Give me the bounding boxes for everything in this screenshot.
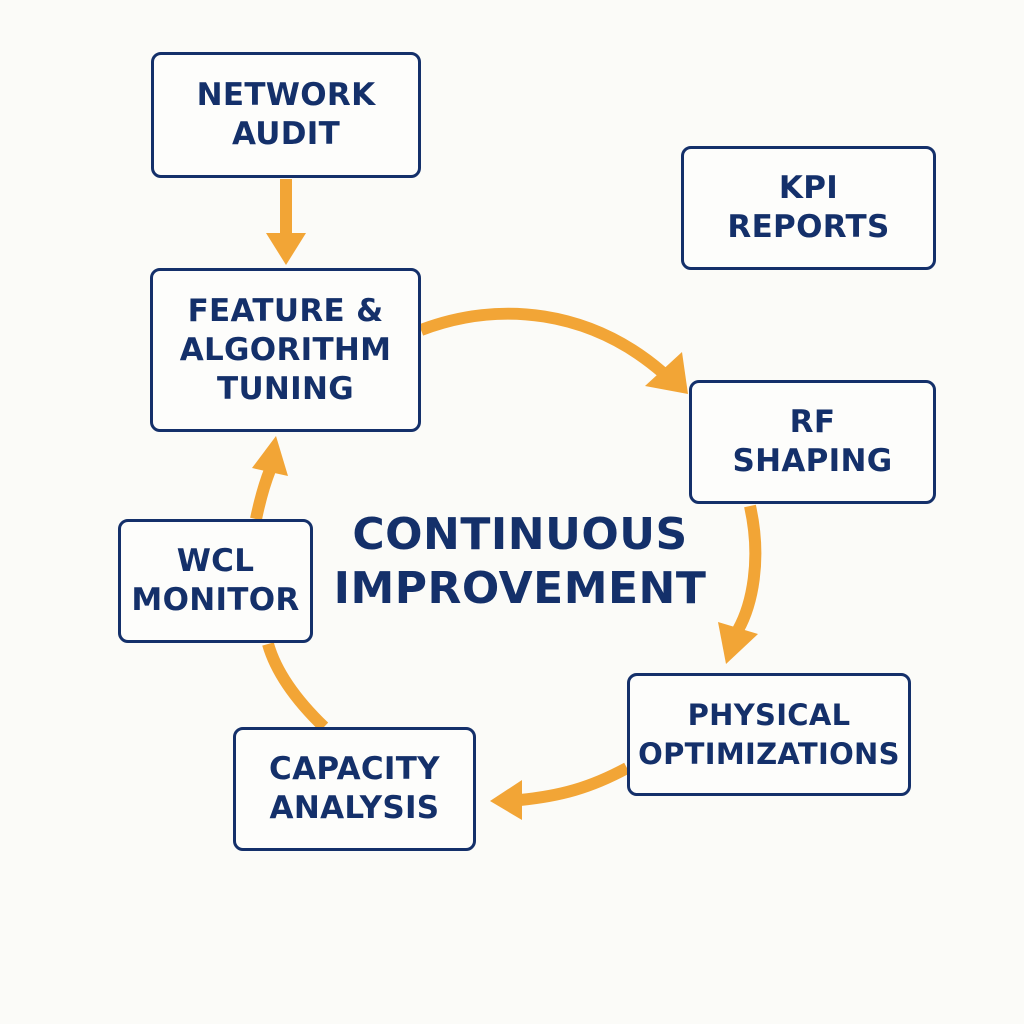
wcl-monitor-box: WCL MONITOR — [118, 519, 313, 643]
kpi-reports-box: KPI REPORTS — [681, 146, 936, 270]
physical-optimizations-line-1: PHYSICAL — [687, 697, 851, 732]
wcl-monitor-line-1: WCL — [176, 543, 255, 579]
network-audit-line-2: AUDIT — [231, 116, 341, 152]
arrow-wcl-to-tuning — [250, 436, 288, 521]
center-label-line-1: CONTINUOUS — [352, 509, 688, 560]
feature-tuning-line-1: FEATURE & — [187, 292, 384, 329]
capacity-analysis-line-1: CAPACITY — [269, 751, 440, 787]
arrow-capacity-to-wcl — [262, 642, 329, 732]
feature-tuning-line-3: TUNING — [217, 370, 354, 407]
arrow-tuning-to-rf — [418, 307, 688, 394]
center-label-line-2: IMPROVEMENT — [333, 563, 707, 614]
rf-shaping-line-2: SHAPING — [732, 443, 893, 479]
physical-optimizations-line-2: OPTIMIZATIONS — [638, 736, 900, 771]
feature-algorithm-tuning-box: FEATURE & ALGORITHM TUNING — [150, 268, 421, 432]
arrow-physical-to-capacity — [490, 762, 630, 820]
physical-optimizations-box: PHYSICAL OPTIMIZATIONS — [627, 673, 911, 796]
rf-shaping-line-1: RF — [789, 404, 836, 440]
arrow-audit-to-tuning — [266, 179, 306, 265]
capacity-analysis-line-2: ANALYSIS — [269, 790, 440, 826]
feature-tuning-line-2: ALGORITHM — [179, 331, 392, 368]
capacity-analysis-box: CAPACITY ANALYSIS — [233, 727, 476, 851]
kpi-reports-line-2: REPORTS — [727, 209, 890, 245]
rf-shaping-box: RF SHAPING — [689, 380, 936, 504]
kpi-reports-line-1: KPI — [778, 170, 839, 206]
continuous-improvement-label: CONTINUOUS IMPROVEMENT — [320, 508, 720, 616]
wcl-monitor-line-2: MONITOR — [131, 582, 300, 618]
network-audit-line-1: NETWORK — [196, 77, 376, 113]
arrow-rf-to-physical — [718, 504, 762, 664]
network-audit-box: NETWORK AUDIT — [151, 52, 421, 178]
